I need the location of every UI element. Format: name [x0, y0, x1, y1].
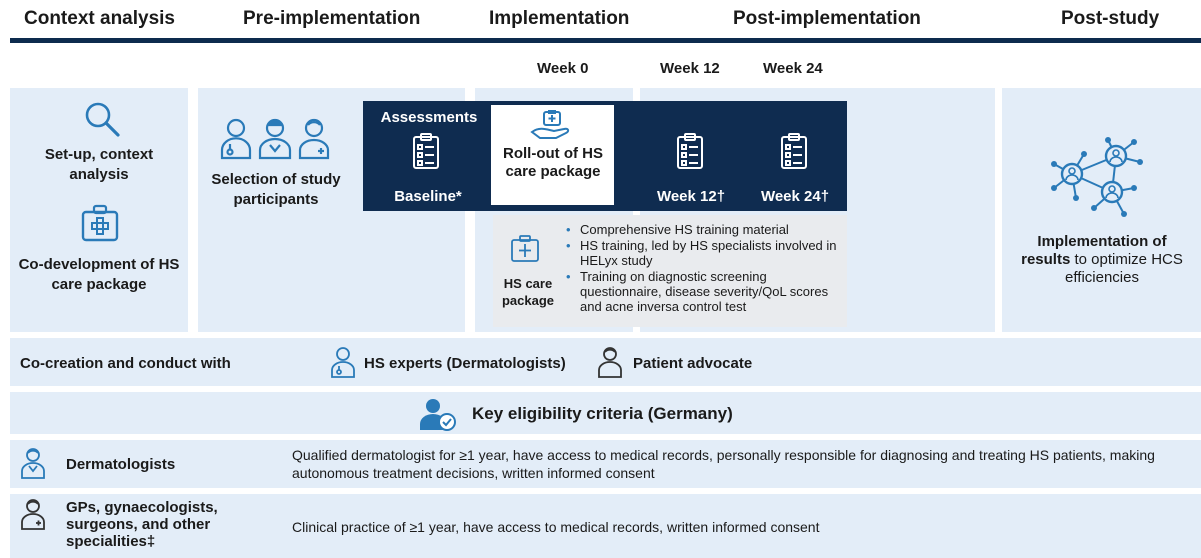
patient-advocate-label: Patient advocate [633, 355, 753, 372]
eligibility-group-gps: GPs, gynaecologists, surgeons, and other… [66, 499, 218, 550]
post-study-panel [1002, 88, 1201, 332]
hand-with-kit-icon [530, 110, 570, 139]
first-aid-kit-icon [81, 204, 119, 242]
eligibility-title-row [10, 392, 1201, 434]
clipboard-baseline-icon [413, 133, 439, 169]
gp-icon [21, 499, 45, 530]
care-package-label: HS care package [501, 276, 555, 308]
context-analysis-panel [10, 88, 188, 332]
clipboard-week24-icon [781, 133, 807, 169]
eligibility-row-gps [10, 494, 1201, 558]
setup-context-text: Set-up, context analysis [44, 146, 154, 183]
clipboard-week12-icon [677, 133, 703, 169]
selection-participants-text: Selection of study participants [211, 171, 341, 208]
care-package-item: Training on diagnostic screening questio… [566, 269, 842, 314]
network-people-icon [1051, 137, 1143, 217]
care-package-item: HS training, led by HS specialists invol… [566, 238, 842, 268]
eligibility-criteria-gps: Clinical practice of ≥1 year, have acces… [292, 519, 820, 535]
phase-pre-implementation: Pre-implementation [243, 8, 421, 29]
dermatologist-icon [331, 347, 355, 378]
week-12-label: Week 12 [660, 60, 720, 77]
user-check-icon [420, 399, 456, 431]
eligibility-title: Key eligibility criteria (Germany) [472, 404, 733, 423]
assessments-title: Assessments [380, 109, 478, 126]
week12-assessment-label: Week 12† [656, 188, 726, 205]
eligibility-criteria-dermatologists: Qualified dermatologist for ≥1 year, hav… [292, 447, 1155, 481]
phase-post-study: Post-study [1061, 8, 1160, 29]
implementation-results-bold: Implementation of results [1021, 233, 1167, 268]
week-24-label: Week 24 [763, 60, 823, 77]
week24-assessment-label: Week 24† [760, 188, 830, 205]
eligibility-group-dermatologists: Dermatologists [66, 456, 176, 473]
implementation-results-text: Implementation of results to optimize HC… [1014, 233, 1190, 287]
study-participants-icon [220, 118, 330, 160]
implementation-results-rest: to optimize HCS efficiencies [1065, 251, 1183, 286]
phase-implementation: Implementation [489, 8, 630, 29]
baseline-label: Baseline* [394, 188, 462, 205]
week-0-label: Week 0 [537, 60, 589, 77]
codevelopment-text: Co-development of HS care package [18, 256, 180, 293]
dermatologist-row-icon [21, 448, 45, 479]
hs-experts-label: HS experts (Dermatologists) [364, 355, 566, 372]
eligibility-row-dermatologists [10, 440, 1201, 488]
phase-post-implementation: Post-implementation [733, 8, 921, 29]
care-package-kit-icon [511, 235, 539, 262]
header-divider [10, 38, 1201, 43]
care-package-list: Comprehensive HS training material HS tr… [566, 222, 842, 315]
rollout-text: Roll-out of HS care package [503, 145, 603, 180]
cocreation-label: Co-creation and conduct with [20, 355, 231, 372]
magnifier-icon [85, 102, 120, 137]
care-package-item: Comprehensive HS training material [566, 222, 842, 237]
phase-context-analysis: Context analysis [24, 8, 175, 29]
patient-advocate-icon [598, 347, 622, 378]
